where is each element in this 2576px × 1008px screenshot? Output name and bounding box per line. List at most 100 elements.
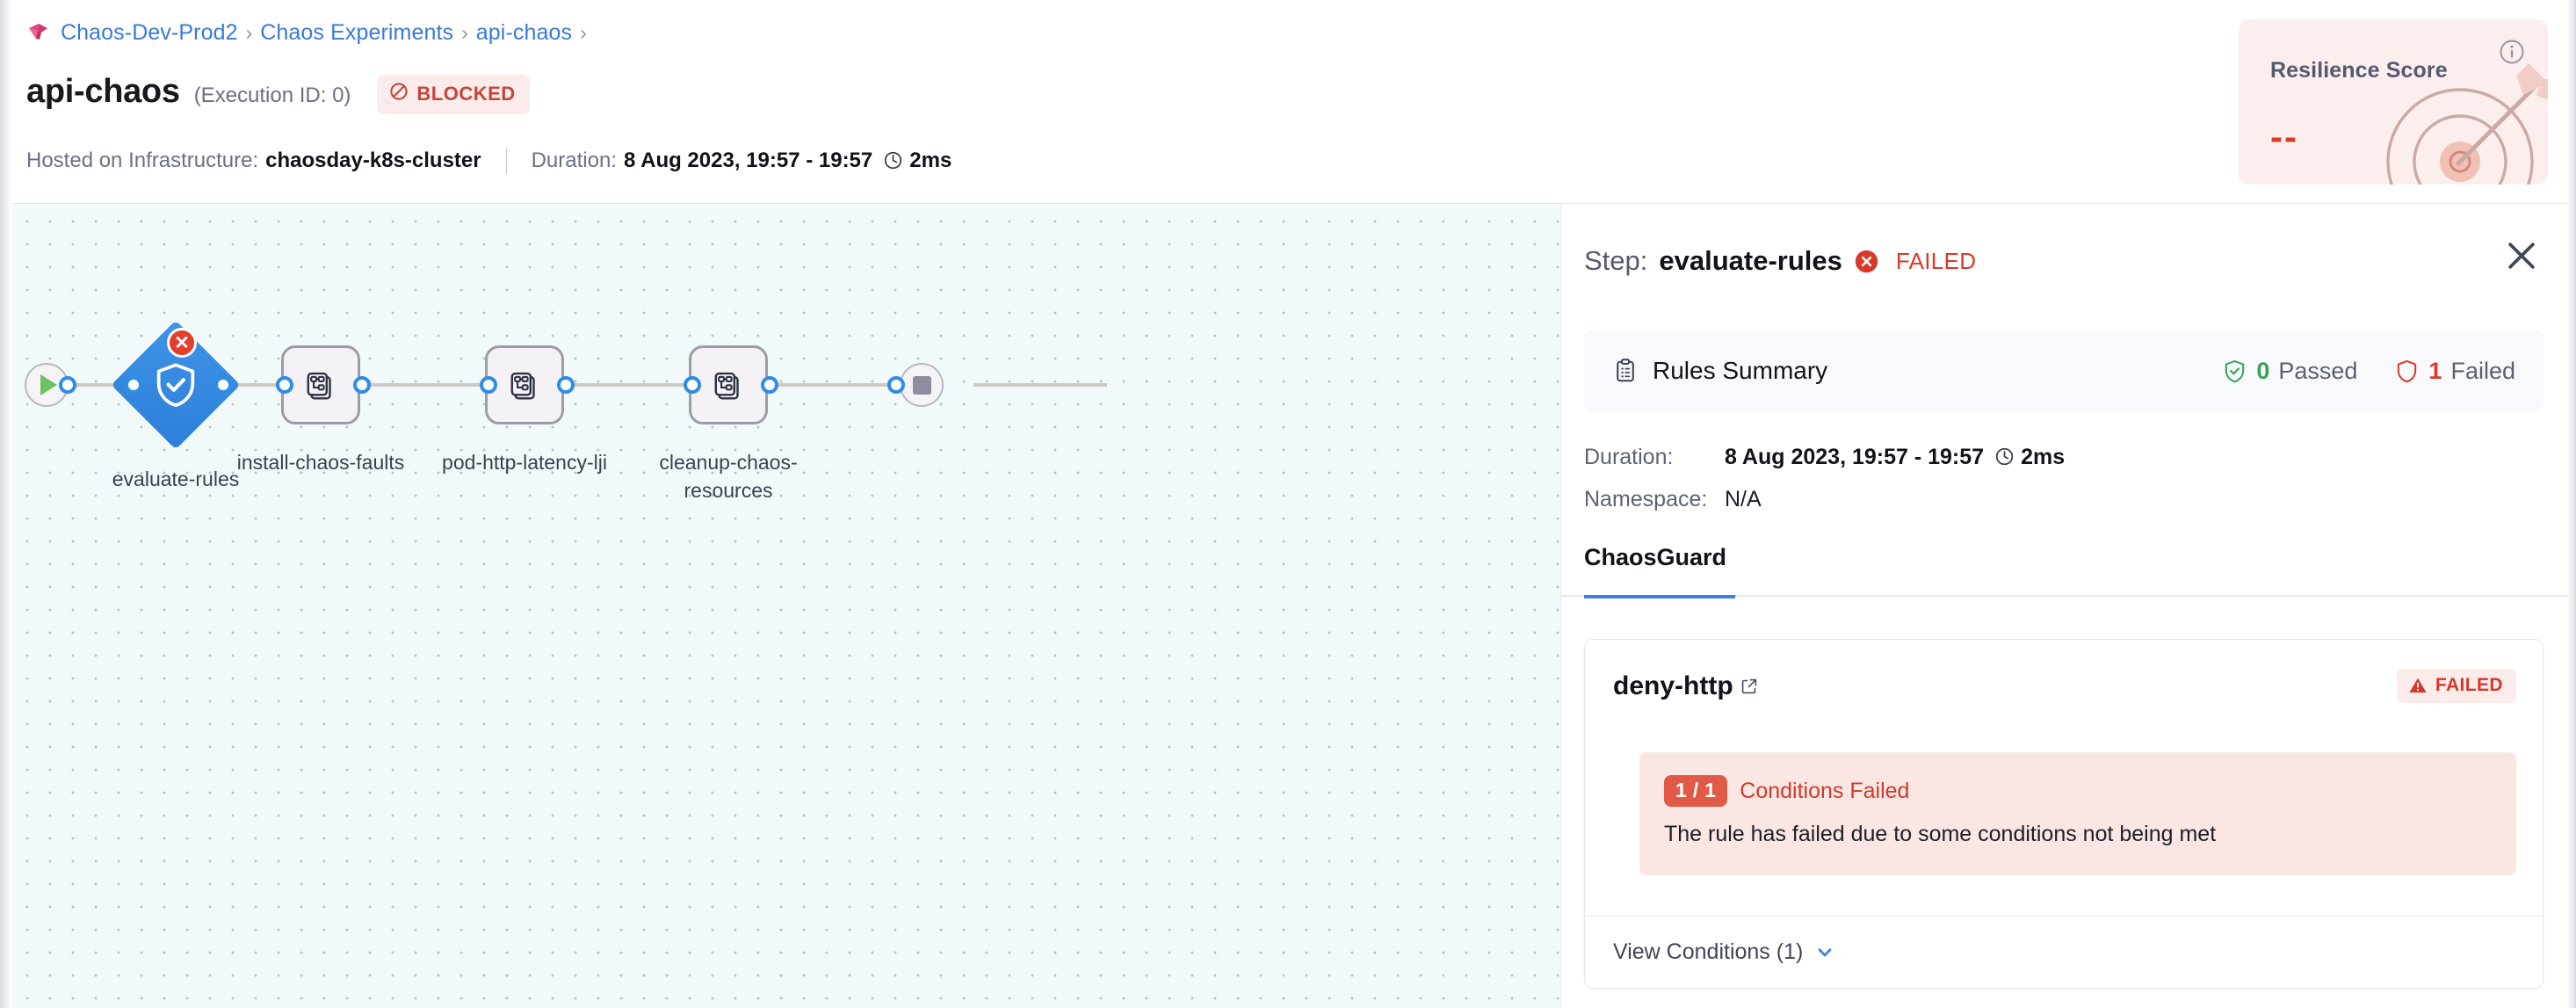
detail-row-duration: Duration: 8 Aug 2023, 19:57 - 19:57 2ms: [1584, 436, 2065, 478]
rule-alert-header: 1 / 1 Conditions Failed: [1664, 775, 2492, 807]
pipeline-node-label: install-chaos-faults: [236, 451, 405, 474]
clipboard-icon: [1612, 358, 1639, 384]
status-badge: BLOCKED: [377, 75, 530, 114]
detail-duration-range: 8 Aug 2023, 19:57 - 19:57: [1725, 444, 1985, 469]
page-title: api-chaos: [26, 73, 180, 110]
pipeline-node-install-chaos-faults[interactable]: [281, 345, 360, 424]
external-link-icon[interactable]: [1740, 678, 1758, 695]
pipeline-edge: [566, 383, 689, 387]
pipeline-node-label: evaluate-rules: [112, 468, 240, 490]
rules-passed-label: Passed: [2278, 357, 2358, 384]
rule-name-label: deny-http: [1613, 671, 1733, 700]
resilience-score-value: --: [2270, 116, 2298, 157]
detail-value: 8 Aug 2023, 19:57 - 19:57 2ms: [1725, 444, 2065, 470]
resilience-score-title: Resilience Score: [2270, 58, 2448, 83]
left-edge-strip: [0, 0, 12, 1008]
breadcrumb-item-1[interactable]: Chaos Experiments: [260, 19, 454, 45]
rules-summary-stats: 0 Passed 1 Failed: [2222, 358, 2515, 385]
blocked-circle-slash-icon: [389, 82, 409, 106]
header-meta: Hosted on Infrastructure: chaosday-k8s-c…: [26, 148, 952, 174]
breadcrumb-separator: ›: [461, 20, 468, 44]
node-port[interactable]: [684, 376, 701, 394]
clock-icon: [883, 150, 903, 177]
pipeline-edge: [362, 383, 485, 387]
detail-row-namespace: Namespace: N/A: [1584, 478, 2065, 520]
clock-icon: [1994, 446, 2015, 473]
execution-id: (Execution ID: 0): [193, 83, 351, 107]
chevron-down-icon: [1814, 942, 1835, 963]
rule-alert-message: The rule has failed due to some conditio…: [1664, 822, 2217, 846]
info-circle-icon[interactable]: [2499, 39, 2525, 69]
tab-label: ChaosGuard: [1584, 544, 1727, 570]
step-title: Step: evaluate-rules FAILED: [1584, 245, 1976, 277]
rule-card-header: deny-http: [1585, 640, 2543, 738]
play-icon: [40, 374, 57, 395]
rules-failed-label: Failed: [2450, 357, 2515, 384]
tab-chaosguard[interactable]: ChaosGuard: [1584, 544, 1736, 598]
target-dart-icon: [2386, 63, 2548, 185]
meta-divider: [505, 148, 507, 174]
node-port[interactable]: [214, 376, 232, 394]
detail-value: N/A: [1725, 486, 1762, 511]
node-port[interactable]: [887, 376, 905, 394]
pipeline-edge: [973, 383, 1107, 387]
node-port[interactable]: [761, 376, 778, 394]
pipeline-edge: [223, 383, 311, 387]
chaos-logo-icon: [26, 20, 53, 47]
status-badge-label: BLOCKED: [416, 83, 516, 105]
breadcrumb-separator-trailing: ›: [580, 20, 587, 44]
end-node[interactable]: [900, 363, 944, 407]
detail-duration-value: 2ms: [2021, 444, 2066, 469]
node-port[interactable]: [353, 376, 371, 394]
pipeline-node-label: cleanup-chaos-resources: [659, 451, 798, 502]
pipeline-node-layer: ✕ evaluate-rules install-chaos-faults: [12, 205, 1560, 1008]
detail-key: Namespace:: [1584, 486, 1708, 511]
error-x-icon[interactable]: ✕: [167, 328, 197, 358]
rules-passed-stat: 0 Passed: [2222, 358, 2357, 385]
resilience-score-card: Resilience Score --: [2239, 19, 2548, 185]
right-edge-strip: [2567, 0, 2576, 1008]
step-title-name: evaluate-rules: [1659, 245, 1842, 276]
rules-summary-card: Rules Summary 0 Passed: [1584, 330, 2543, 411]
pipeline-node-label: pod-http-latency-lji: [442, 451, 607, 474]
warning-triangle-icon: [2408, 676, 2428, 695]
step-title-prefix: Step:: [1584, 245, 1648, 276]
view-conditions-toggle[interactable]: View Conditions (1): [1613, 939, 1835, 965]
step-details-list: Duration: 8 Aug 2023, 19:57 - 19:57 2ms …: [1584, 436, 2065, 520]
duration-label: Duration:: [531, 149, 617, 172]
rule-name-link[interactable]: deny-http: [1613, 671, 1758, 701]
pipeline-edge: [770, 383, 893, 387]
rules-summary-title: Rules Summary: [1653, 357, 1828, 384]
breadcrumb-item-0[interactable]: Chaos-Dev-Prod2: [61, 19, 238, 45]
stop-square-icon: [912, 375, 931, 395]
rule-alert-box: 1 / 1 Conditions Failed The rule has fai…: [1639, 752, 2516, 875]
conditions-failed-label: Conditions Failed: [1740, 778, 1910, 803]
infra-label: Hosted on Infrastructure:: [26, 149, 259, 172]
node-port[interactable]: [125, 376, 142, 394]
infra-value: chaosday-k8s-cluster: [265, 149, 481, 172]
node-port[interactable]: [557, 376, 575, 394]
page-header: Chaos-Dev-Prod2 › Chaos Experiments › ap…: [0, 0, 2576, 204]
panel-tabs: ChaosGuard: [1561, 544, 2567, 598]
node-port[interactable]: [480, 376, 497, 394]
conditions-count-chip: 1 / 1: [1664, 775, 1728, 807]
chaos-fault-icon: [714, 372, 739, 400]
rules-summary-left: Rules Summary: [1612, 357, 1827, 385]
breadcrumb-item-2[interactable]: api-chaos: [475, 19, 573, 45]
rule-card-deny-http: deny-http: [1584, 639, 2543, 989]
node-port[interactable]: [59, 376, 76, 394]
error-x-circle-icon: [1854, 249, 1879, 274]
rule-card-footer: View Conditions (1): [1585, 916, 2543, 988]
breadcrumb: Chaos-Dev-Prod2 › Chaos Experiments › ap…: [26, 19, 587, 46]
step-detail-panel: Step: evaluate-rules FAILED: [1560, 205, 2567, 1008]
pipeline-canvas[interactable]: ✕ evaluate-rules install-chaos-faults: [12, 205, 1560, 1008]
node-port[interactable]: [276, 376, 293, 394]
step-status-label: FAILED: [1895, 247, 1977, 274]
rule-status-label: FAILED: [2435, 675, 2503, 695]
detail-key: Duration:: [1584, 444, 1674, 469]
rule-status-badge: FAILED: [2396, 669, 2516, 703]
rules-passed-count: 0: [2256, 357, 2270, 384]
rules-failed-stat: 1 Failed: [2394, 358, 2515, 385]
close-icon[interactable]: [2502, 236, 2541, 275]
